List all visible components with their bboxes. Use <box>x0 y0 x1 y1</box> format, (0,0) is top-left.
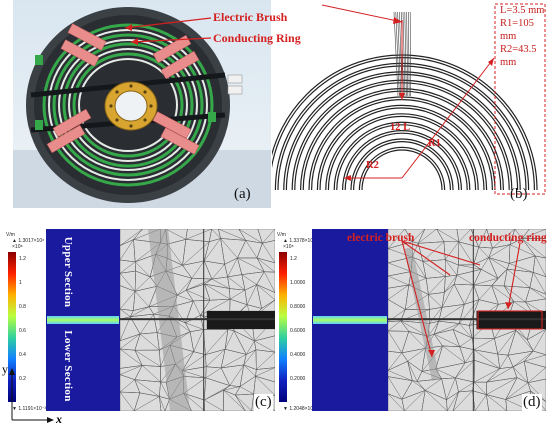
cb-c-tick: 0.6 <box>19 328 26 334</box>
ring-arc <box>353 141 451 191</box>
cb-c-min: ▼ 1.1191×10⁻³ <box>12 406 47 412</box>
brush-strip-line <box>402 11 406 97</box>
cb-d-tick: 1.0000 <box>290 280 306 286</box>
ring-arc <box>333 121 471 191</box>
model-image <box>13 0 271 208</box>
mesh-lines <box>387 228 547 412</box>
brush-strip-line <box>393 11 399 97</box>
ring-arc <box>361 149 443 191</box>
conducting-ring-label: Conducting Ring <box>213 31 301 45</box>
brush-strip-line <box>397 11 402 97</box>
panel-b-letter: (b) <box>510 186 528 202</box>
cb-d-tick: 0.6000 <box>290 328 306 334</box>
cb-d-tick: 0.2000 <box>290 376 306 382</box>
ring-arc <box>342 130 462 191</box>
cb-c-tick: 1 <box>19 280 22 286</box>
brush-strip-line <box>406 11 409 97</box>
ring-arc <box>308 96 496 191</box>
brush-strip-line <box>395 11 400 97</box>
panel-a-letter: (a) <box>234 186 251 202</box>
dimension-list: L=3.5 mm R1=105 mm R2=43.5 mm <box>500 4 550 69</box>
ring-arc <box>319 107 485 191</box>
axis-y-label: y <box>2 362 8 376</box>
interface-line <box>388 318 546 321</box>
cb-d-max: ▲ 1.3378×10⁸ <box>283 238 316 244</box>
cb-c-unit: V/m <box>6 232 15 238</box>
electric-brush-label-d: electric brush <box>347 232 415 244</box>
axis-x-label: x <box>56 412 62 426</box>
label-r1: R1 <box>428 138 441 149</box>
cb-c-max: ▲ 1.3017×10⁸ <box>12 238 45 244</box>
cb-c-tick: 1.2 <box>19 256 26 262</box>
cb-c-tick: 0.2 <box>19 376 26 382</box>
dim-r1: R1=105 mm <box>500 18 534 42</box>
brush-band <box>404 247 440 381</box>
colorbar-c <box>8 252 16 402</box>
ring-arcs <box>272 11 538 191</box>
cb-c-tick: 0.8 <box>19 304 26 310</box>
axis-triad <box>9 368 54 423</box>
ring-arc <box>336 124 468 191</box>
ring-arc <box>344 132 460 191</box>
cb-c-exp: ×10⁸ <box>12 244 23 250</box>
panel-a-arrows <box>124 17 212 45</box>
mesh-c <box>119 228 276 412</box>
ring-arc <box>327 115 477 191</box>
dim-l: L=3.5 mm <box>500 5 545 16</box>
electric-brush-label: Electric Brush <box>213 10 288 24</box>
ring-schematic <box>272 3 546 195</box>
ring-arc <box>358 146 446 191</box>
label-12l: 12 L <box>390 122 411 133</box>
ring-arc <box>325 113 479 191</box>
cb-d-tick: 0.4000 <box>290 352 306 358</box>
cb-d-tick: 0.8000 <box>290 304 306 310</box>
lower-section-label: Lower Section <box>62 330 74 402</box>
lower-section-wrap: Lower Section <box>54 330 82 402</box>
cb-d-exp: ×10⁸ <box>283 244 294 250</box>
cb-d-unit: V/m <box>277 232 286 238</box>
cb-d-min: ▼ 1.2048×10⁻³ <box>283 406 318 412</box>
panel-d-letter: (d) <box>522 394 542 411</box>
field-hotband-d <box>313 316 387 324</box>
panel-a <box>13 0 271 208</box>
colorbar-d <box>279 252 287 402</box>
panel-d-annotations <box>401 240 543 358</box>
brush-strip-line <box>408 11 410 97</box>
ring-arc <box>316 104 488 191</box>
interface-line <box>120 318 275 321</box>
brush-strip-line <box>404 11 407 97</box>
dim-r2: R2=43.5 mm <box>500 44 537 68</box>
mesh-d <box>387 228 547 412</box>
ring-arc <box>350 138 454 191</box>
conducting-ring-label-d: conducting ring <box>469 232 547 244</box>
panel-c-letter: (c) <box>254 394 273 411</box>
field-hotband-c <box>47 316 119 324</box>
ring-arc <box>311 99 493 191</box>
cb-c-tick: 0.4 <box>19 352 26 358</box>
label-r2: R2 <box>366 160 379 171</box>
upper-section-wrap: Upper Section <box>54 236 82 308</box>
cb-d-tick: 1.2 <box>290 256 297 262</box>
upper-section-label: Upper Section <box>62 236 74 308</box>
